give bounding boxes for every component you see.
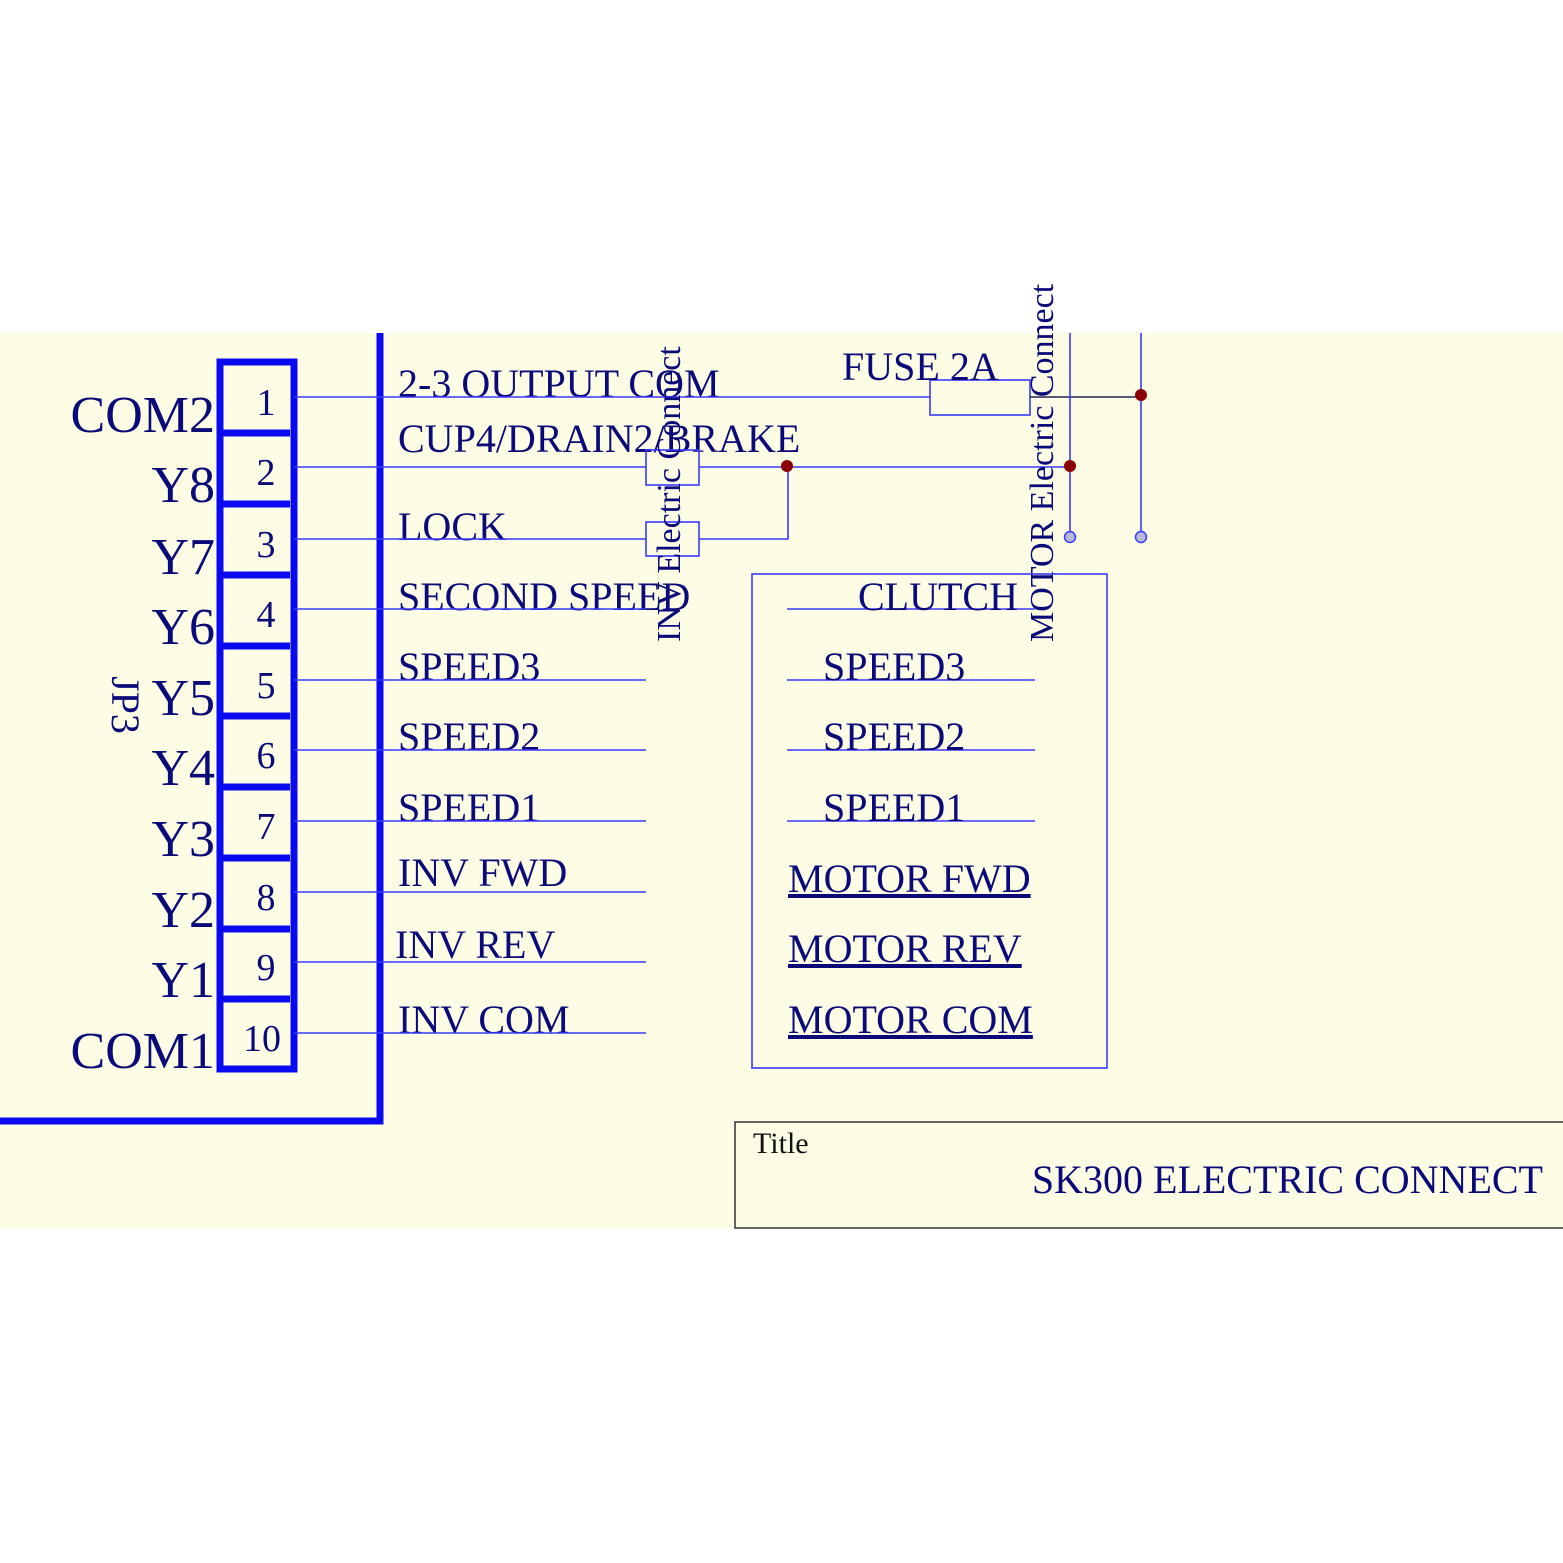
wire-label: INV FWD bbox=[398, 850, 567, 895]
wire-label: CUP4/DRAIN2/BRAKE bbox=[398, 416, 800, 461]
wire-label: LOCK bbox=[398, 504, 507, 549]
wire-label: INV COM bbox=[398, 997, 570, 1042]
junction-dot bbox=[781, 460, 793, 472]
title-value: SK300 ELECTRIC CONNECT bbox=[1032, 1157, 1543, 1202]
motor-box-wires bbox=[787, 608, 1035, 822]
pin-number: 10 bbox=[243, 1018, 281, 1060]
motor-com-label: MOTOR COM bbox=[788, 997, 1033, 1042]
pin-number: 5 bbox=[257, 665, 276, 707]
pin-number: 1 bbox=[257, 382, 276, 424]
motor-clutch-label: CLUTCH bbox=[858, 574, 1018, 619]
wire-label: 2-3 OUTPUT COM bbox=[398, 361, 720, 406]
schematic-sheet bbox=[0, 333, 1563, 1228]
inv-wires bbox=[699, 466, 1070, 540]
pin-name-label: COM1 bbox=[71, 1023, 215, 1080]
pin-number: 3 bbox=[257, 524, 276, 566]
connector-jp3[interactable]: JP3 bbox=[103, 358, 298, 1073]
pin-name-label: Y3 bbox=[151, 811, 215, 868]
bus-line bbox=[0, 333, 384, 1125]
wire-label: SPEED1 bbox=[398, 785, 540, 830]
pin-number: 4 bbox=[257, 594, 276, 636]
motor-speed2-label: SPEED2 bbox=[823, 714, 965, 759]
junction-dot bbox=[1064, 460, 1076, 472]
pin-name-label: Y6 bbox=[151, 599, 215, 656]
pin-name-label: Y8 bbox=[151, 457, 215, 514]
pin-number: 6 bbox=[257, 735, 276, 777]
motor-supply-wires bbox=[1069, 333, 1142, 531]
pin-name-label: Y1 bbox=[151, 952, 215, 1009]
wire-label: SPEED3 bbox=[398, 644, 540, 689]
terminal-2 bbox=[1134, 530, 1148, 544]
pin-number: 9 bbox=[257, 947, 276, 989]
title-label: Title bbox=[753, 1127, 809, 1160]
motor-fwd-label: MOTOR FWD bbox=[788, 856, 1031, 901]
motor-connect-label: MOTOR Electric Connect bbox=[1024, 283, 1061, 642]
motor-box bbox=[751, 573, 1108, 1069]
terminal-1 bbox=[1063, 530, 1077, 544]
fuse-label: FUSE 2A bbox=[842, 344, 999, 389]
wire-label: SECOND SPEED bbox=[398, 574, 690, 619]
junction-dot bbox=[1135, 389, 1147, 401]
pin-name-label: Y5 bbox=[151, 670, 215, 727]
connector-pin-dividers bbox=[220, 429, 290, 1003]
pin-name-label: Y7 bbox=[151, 529, 215, 586]
inv-connect-label: INV Electric Connect bbox=[651, 346, 688, 642]
wire-label: INV REV bbox=[395, 922, 555, 967]
pin-name-label: COM2 bbox=[71, 387, 215, 444]
pin-name-label: Y4 bbox=[151, 740, 215, 797]
motor-speed3-label: SPEED3 bbox=[823, 644, 965, 689]
title-block bbox=[734, 1121, 1563, 1229]
pin-number: 2 bbox=[257, 452, 276, 494]
motor-rev-label: MOTOR REV bbox=[788, 926, 1022, 971]
wire-label: SPEED2 bbox=[398, 714, 540, 759]
pin-name-label: Y2 bbox=[151, 882, 215, 939]
pin-number: 8 bbox=[257, 877, 276, 919]
connector-ref: JP3 bbox=[103, 676, 148, 734]
motor-speed1-label: SPEED1 bbox=[823, 785, 965, 830]
pin-number: 7 bbox=[257, 806, 276, 848]
pin-wires bbox=[294, 396, 930, 1034]
